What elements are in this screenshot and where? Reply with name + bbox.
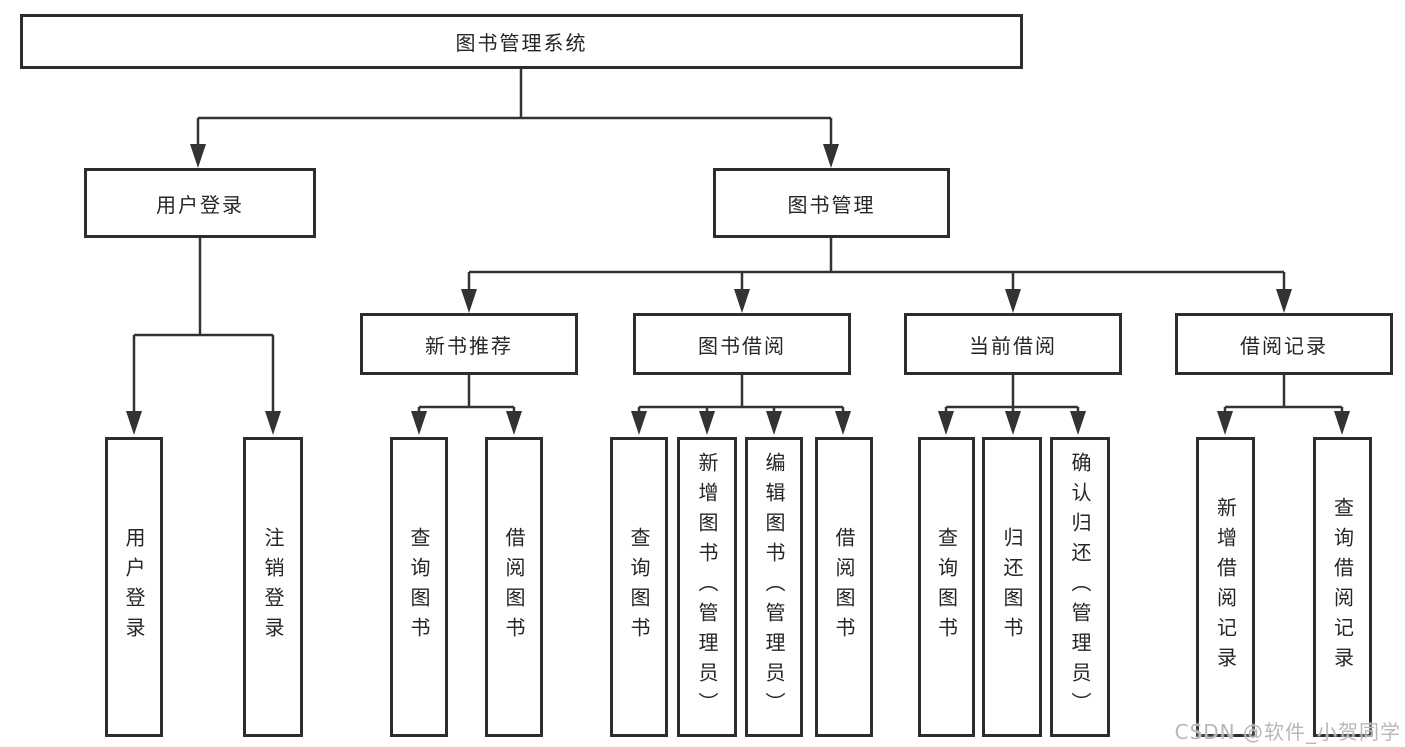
leaf-add-borrow-record: 新增借阅记录 bbox=[1196, 437, 1255, 737]
leaf-label: 借阅图书 bbox=[502, 527, 526, 647]
leaf-add-book-admin: 新增图书（管理员） bbox=[677, 437, 737, 737]
leaf-query-borrow-record: 查询借阅记录 bbox=[1313, 437, 1372, 737]
leaf-query-books-recommend: 查询图书 bbox=[390, 437, 448, 737]
node-current-borrowing: 当前借阅 bbox=[904, 313, 1122, 375]
leaf-label: 用户登录 bbox=[122, 527, 146, 647]
leaf-borrow-books: 借阅图书 bbox=[815, 437, 873, 737]
leaf-label: 查询借阅记录 bbox=[1330, 497, 1355, 677]
leaf-label: 注销登录 bbox=[261, 527, 285, 647]
node-label: 图书借阅 bbox=[698, 333, 786, 358]
leaf-borrow-books-recommend: 借阅图书 bbox=[485, 437, 543, 737]
leaf-confirm-return-admin: 确认归还（管理员） bbox=[1050, 437, 1110, 737]
leaf-edit-book-admin: 编辑图书（管理员） bbox=[745, 437, 803, 737]
leaf-label: 查询图书 bbox=[934, 527, 959, 647]
leaf-query-books-borrowing: 查询图书 bbox=[610, 437, 668, 737]
node-borrow-records: 借阅记录 bbox=[1175, 313, 1393, 375]
node-label: 用户登录 bbox=[156, 192, 244, 217]
leaf-label: 归还图书 bbox=[1000, 527, 1024, 647]
node-label: 图书管理系统 bbox=[455, 31, 588, 55]
node-book-management: 图书管理 bbox=[713, 168, 950, 238]
leaf-label: 查询图书 bbox=[407, 527, 431, 647]
node-book-borrowing: 图书借阅 bbox=[633, 313, 851, 375]
node-label: 借阅记录 bbox=[1240, 333, 1328, 358]
leaf-label: 确认归还（管理员） bbox=[1068, 452, 1092, 722]
node-user-login: 用户登录 bbox=[84, 168, 316, 238]
leaf-logout: 注销登录 bbox=[243, 437, 303, 737]
csdn-watermark: CSDN @软件_小贺同学 bbox=[1174, 720, 1401, 744]
leaf-label: 新增借阅记录 bbox=[1213, 497, 1238, 677]
node-new-book-recommend: 新书推荐 bbox=[360, 313, 578, 375]
node-library-system: 图书管理系统 bbox=[20, 14, 1023, 69]
leaf-label: 借阅图书 bbox=[832, 527, 856, 647]
node-label: 图书管理 bbox=[787, 192, 876, 217]
leaf-return-book: 归还图书 bbox=[982, 437, 1042, 737]
node-label: 当前借阅 bbox=[969, 333, 1057, 358]
leaf-label: 查询图书 bbox=[627, 527, 651, 647]
leaf-label: 新增图书（管理员） bbox=[695, 452, 719, 722]
leaf-query-books-current: 查询图书 bbox=[918, 437, 975, 737]
leaf-label: 编辑图书（管理员） bbox=[762, 452, 786, 722]
arrowhead-icons bbox=[126, 144, 1350, 435]
leaf-user-login: 用户登录 bbox=[105, 437, 163, 737]
node-label: 新书推荐 bbox=[425, 333, 513, 358]
